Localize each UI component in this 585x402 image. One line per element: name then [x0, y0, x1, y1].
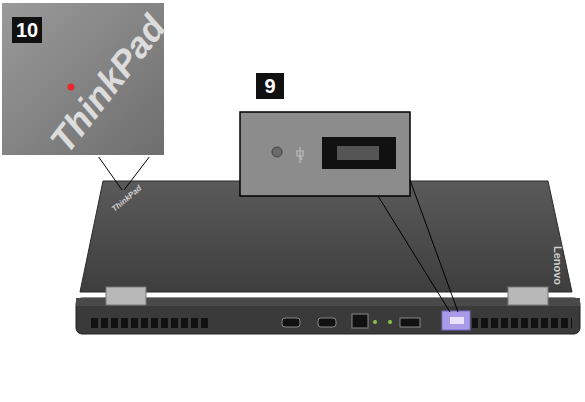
laptop-lid: [80, 181, 572, 292]
callout-number: 9: [256, 73, 284, 99]
base-top-edge: [76, 298, 580, 306]
port-icon: [388, 320, 392, 324]
leader-line: [378, 196, 450, 312]
leader-line: [410, 180, 458, 312]
usb-c-port: [282, 318, 300, 327]
status-indicator-light: [68, 84, 75, 91]
ethernet-port: [352, 314, 368, 328]
vent: [90, 318, 210, 328]
vent: [472, 318, 572, 328]
ac-status-light: [272, 147, 282, 157]
callout-number: 10: [12, 17, 42, 43]
power-connector-slot: [337, 146, 379, 160]
connector-inset: [240, 112, 410, 196]
hdmi-port: [400, 318, 420, 327]
usb-c-port: [318, 318, 336, 327]
hinge: [508, 287, 548, 305]
laptop-base: [76, 298, 580, 334]
port-icon: [373, 320, 377, 324]
hinge: [106, 287, 146, 305]
brand-text: Lenovo: [553, 245, 564, 284]
leader-line: [98, 156, 122, 190]
power-icon: [296, 147, 304, 163]
power-connector-large: [322, 137, 396, 169]
power-connector: [450, 317, 464, 324]
power-connector-highlight: [442, 311, 470, 330]
